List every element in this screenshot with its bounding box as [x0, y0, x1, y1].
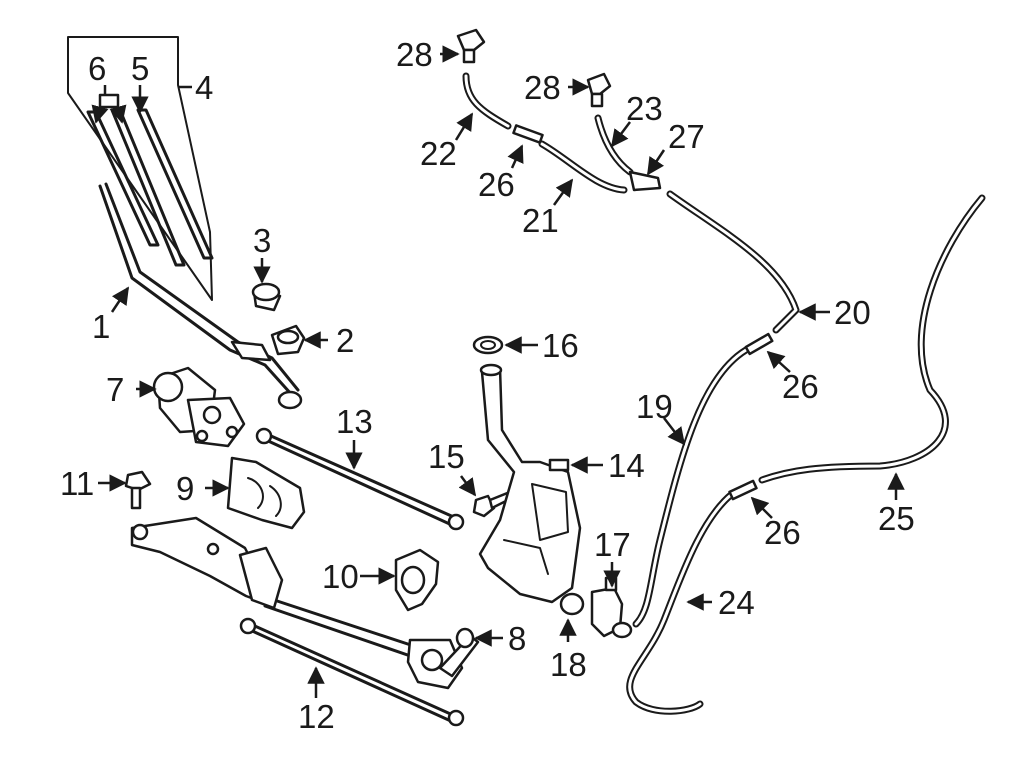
callout-26-lower: 26 — [764, 514, 801, 551]
callout-18: 18 — [550, 646, 587, 683]
callout-12: 12 — [298, 698, 335, 735]
washer-nozzles — [456, 28, 612, 108]
callout-24: 24 — [718, 584, 755, 621]
callout-19: 19 — [636, 388, 673, 425]
callout-7: 7 — [106, 371, 124, 408]
wiper-linkage-frame — [130, 516, 480, 690]
callout-25: 25 — [878, 500, 915, 537]
callout-28-right: 28 — [524, 69, 561, 106]
callout-17: 17 — [594, 526, 631, 563]
callout-22: 22 — [420, 135, 457, 172]
callout-9: 9 — [176, 470, 194, 507]
callout-26-middle: 26 — [782, 368, 819, 405]
callout-20: 20 — [834, 294, 871, 331]
link-rod-lower — [239, 617, 465, 727]
callout-1: 1 — [92, 308, 110, 345]
callout-10: 10 — [322, 558, 359, 595]
arm-nut — [270, 324, 306, 356]
callout-23: 23 — [626, 90, 663, 127]
washer-reservoir — [478, 363, 582, 604]
callout-3: 3 — [253, 222, 271, 259]
callout-28-left: 28 — [396, 36, 433, 73]
washer-pump — [590, 576, 633, 639]
reservoir-seal — [472, 335, 504, 355]
callout-4: 4 — [195, 69, 213, 106]
link-rod-upper — [255, 427, 465, 531]
pump-grommet — [559, 592, 585, 616]
callout-15: 15 — [428, 438, 465, 475]
washer-hoses — [462, 72, 986, 715]
callout-27: 27 — [668, 118, 705, 155]
callout-6: 6 — [88, 50, 106, 87]
callout-13: 13 — [336, 403, 373, 440]
wiper-arm — [98, 182, 303, 410]
callout-11: 11 — [60, 465, 94, 502]
pivot-bushing — [455, 627, 475, 649]
pivot-cap — [251, 282, 282, 312]
motor-cover — [226, 456, 306, 530]
pivot-bracket — [394, 548, 440, 612]
callout-2: 2 — [336, 322, 354, 359]
callout-8: 8 — [508, 620, 526, 657]
hose-connectors — [512, 124, 774, 501]
blade-kit-outline — [67, 36, 213, 301]
wiper-motor — [152, 366, 246, 448]
callout-21: 21 — [522, 202, 559, 239]
callout-16: 16 — [542, 327, 579, 364]
mounting-bolt — [124, 470, 152, 510]
callout-14: 14 — [608, 447, 645, 484]
callout-5: 5 — [131, 50, 149, 87]
wiper-blade-refills — [86, 93, 214, 267]
callout-26-upper: 26 — [478, 166, 515, 203]
